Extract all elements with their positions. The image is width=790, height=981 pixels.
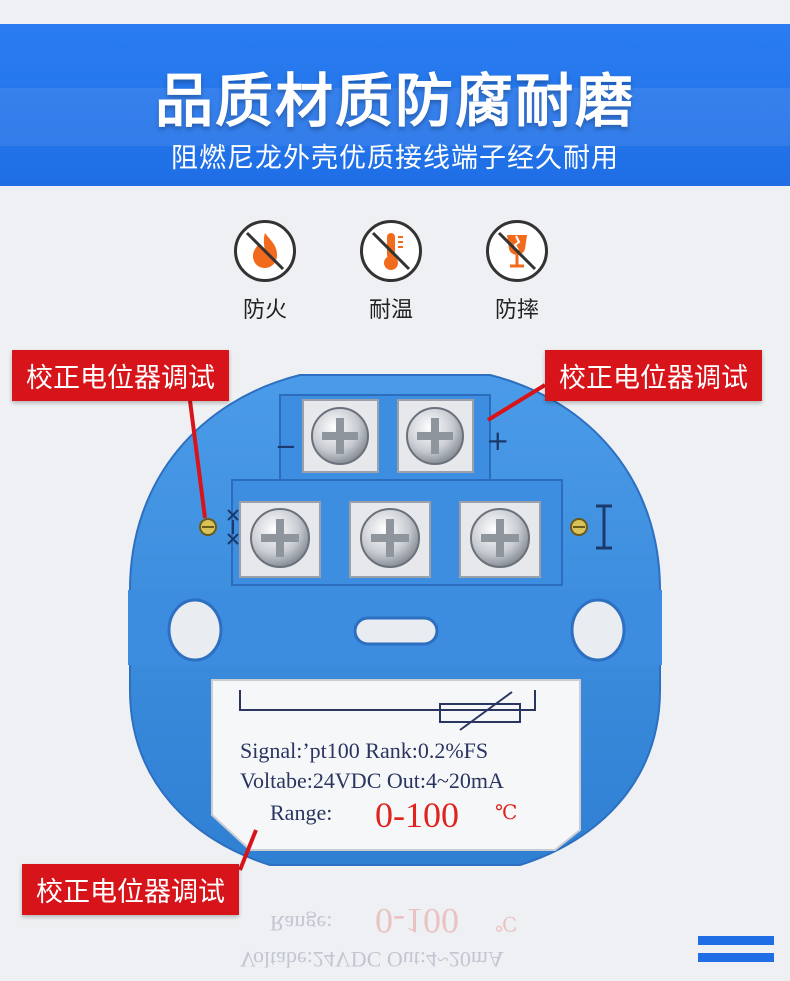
no-thermometer-icon	[360, 220, 422, 282]
feature-label-heat: 耐温	[368, 298, 413, 323]
nameplate-reflection: Range: 0-100 ℃ Voltabe:24VDC Out:4~20mA	[240, 900, 580, 980]
header-banner: 品质材质防腐耐磨 阻燃尼龙外壳优质接线端子经久耐用	[0, 24, 790, 186]
nameplate-range-value: 0-100	[375, 795, 459, 835]
reflection-range-value: 0-100	[375, 901, 459, 941]
callout-potentiometer-right: 校正电位器调试	[545, 350, 762, 401]
nameplate-range-label: Range:	[270, 800, 333, 825]
no-broken-glass-icon	[486, 220, 548, 282]
nameplate-range-unit: ℃	[495, 802, 518, 824]
menu-icon-bar	[698, 953, 774, 962]
feature-list: 防火 耐温 防摔	[0, 220, 790, 330]
feature-fireproof: 防火	[220, 220, 310, 324]
reflection-range-unit: ℃	[495, 912, 518, 934]
feature-heat-resistant: 耐温	[346, 220, 436, 324]
banner-subtitle: 阻燃尼龙外壳优质接线端子经久耐用	[171, 143, 619, 174]
nameplate-voltage-line: Voltabe:24VDC Out:4~20mA	[240, 768, 504, 793]
nameplate: Signal:’pt100 Rank:0.2%FS Voltabe:24VDC …	[240, 690, 580, 840]
nameplate-signal-line: Signal:’pt100 Rank:0.2%FS	[240, 738, 489, 763]
callout-potentiometer-left: 校正电位器调试	[12, 350, 229, 401]
banner-band	[0, 88, 790, 146]
feature-drop-proof: 防摔	[472, 220, 562, 324]
terminal-minus-label: −	[275, 432, 297, 462]
callout-potentiometer-bottom: 校正电位器调试	[22, 864, 239, 915]
terminal-plus-label: +	[486, 424, 510, 457]
reflection-voltage-line: Voltabe:24VDC Out:4~20mA	[240, 947, 504, 972]
no-fire-icon	[234, 220, 296, 282]
feature-label-drop: 防摔	[494, 298, 539, 323]
banner-title: 品质材质防腐耐磨	[154, 67, 635, 135]
menu-icon-bar	[698, 936, 774, 945]
feature-label-fireproof: 防火	[242, 298, 287, 323]
menu-icon[interactable]	[698, 936, 774, 970]
reflection-range-label: Range:	[270, 911, 333, 936]
